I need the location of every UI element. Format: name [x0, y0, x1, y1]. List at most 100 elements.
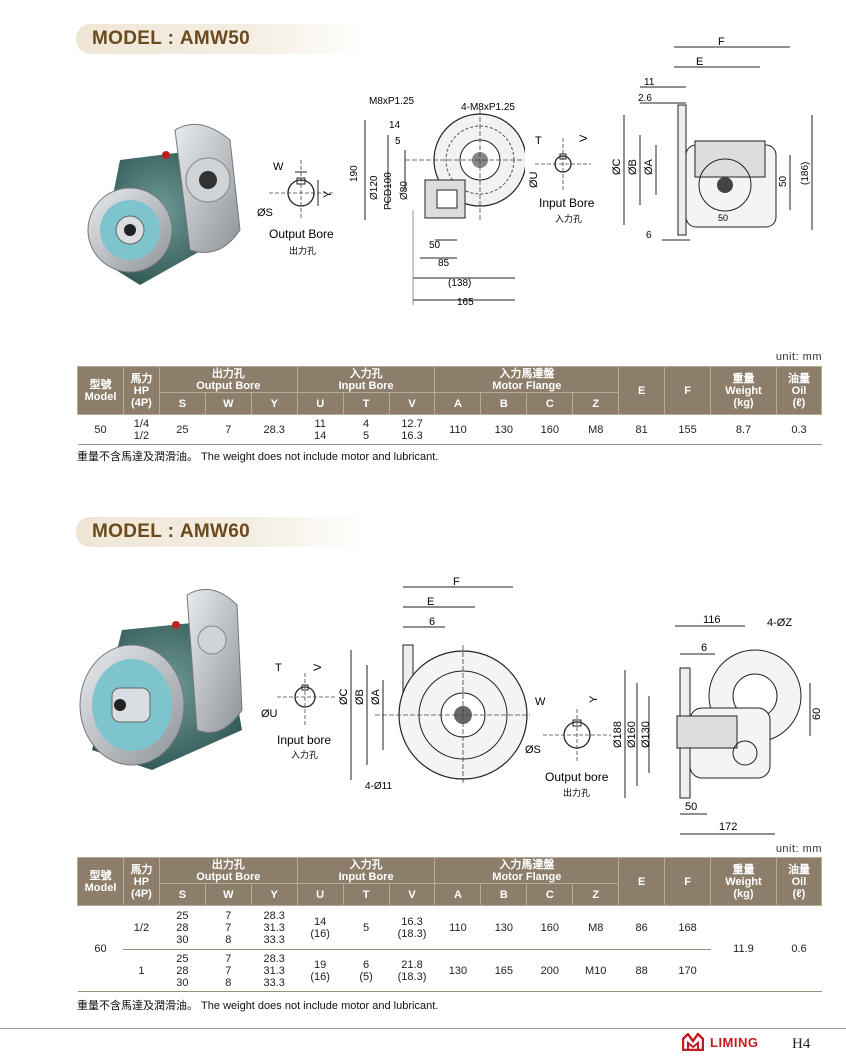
input-bore-v-label: V	[578, 134, 590, 142]
output-bore-title: Output bore	[545, 770, 609, 784]
cell-e: 86	[618, 905, 665, 950]
input-bore-u-label: ØU	[528, 171, 540, 188]
side-172-label: 172	[719, 821, 737, 833]
cell-model: 50	[77, 414, 124, 445]
cell-v: 21.8 (18.3)	[389, 949, 435, 992]
output-bore-y-label: Y	[322, 190, 334, 198]
input-bore-drawing-amw50: T V ØU Input Bore 入力孔	[528, 134, 595, 224]
cell-c: 200	[526, 949, 573, 992]
front-50-label: 50	[429, 240, 441, 251]
header-b: B	[480, 883, 528, 906]
cell-w: 7	[205, 414, 252, 445]
weight-note-amw60: 重量不含馬達及潤滑油。 The weight does not include …	[77, 1000, 439, 1012]
header-motor-flange: 入力馬達盤 Motor Flange	[434, 366, 620, 393]
front-85-label: 85	[438, 258, 450, 269]
footer-divider	[0, 1028, 846, 1029]
brand-logo: LIMING	[682, 1033, 759, 1051]
cell-f: 168	[664, 905, 711, 950]
cell-z: M8	[572, 414, 619, 445]
side-188-label: Ø188	[612, 721, 624, 748]
cell-a: 110	[434, 905, 481, 950]
input-bore-t-label: T	[535, 135, 542, 147]
header-v: V	[388, 392, 436, 415]
output-bore-s-label: ØS	[525, 744, 541, 756]
liming-logo-icon	[682, 1033, 704, 1051]
front-80-label: Ø80	[399, 181, 410, 200]
front-holes-label: 4-Ø11	[365, 781, 392, 792]
spec-table-amw50: 型號 Model 馬力 HP (4P) 出力孔 Output Bore 入力孔 …	[77, 366, 823, 445]
cell-b: 165	[480, 949, 527, 992]
cell-s: 25 28 30	[159, 949, 206, 992]
side-50b-label: 50	[718, 213, 728, 223]
side-116-label: 116	[703, 614, 721, 626]
front-4m8-label: 4-M8xP1.25	[461, 102, 515, 113]
output-bore-title-zh: 出力孔	[289, 245, 316, 256]
input-bore-title: Input bore	[277, 733, 331, 747]
unit-label-amw50: unit: mm	[775, 351, 822, 363]
cell-f: 170	[664, 949, 711, 992]
cell-weight: 11.9	[710, 905, 777, 992]
header-model: 型號 Model	[77, 366, 124, 415]
header-b: B	[480, 392, 528, 415]
input-bore-title-zh: 入力孔	[291, 749, 318, 760]
side-b-label: ØB	[627, 159, 639, 175]
spec-table-amw60: 型號 Model 馬力 HP (4P) 出力孔 Output Bore 入力孔 …	[77, 857, 823, 992]
cell-c: 160	[526, 905, 573, 950]
header-oil: 油量 Oil (ℓ)	[775, 857, 823, 906]
header-s: S	[158, 392, 206, 415]
cell-hp: 1	[123, 949, 160, 992]
header-y: Y	[250, 883, 298, 906]
header-z: Z	[572, 392, 620, 415]
output-bore-drawing-amw60: W Y ØS Output bore 出力孔	[525, 695, 611, 798]
output-bore-s-label: ØS	[257, 207, 273, 219]
front-6-label: 6	[429, 616, 435, 628]
cell-b: 130	[480, 414, 527, 445]
front-120-label: Ø120	[369, 175, 380, 200]
output-bore-w-label: W	[535, 696, 546, 708]
model-title: MODEL : AMW60	[92, 521, 251, 542]
input-bore-u-label: ØU	[261, 708, 278, 720]
header-input-bore: 入力孔 Input Bore	[296, 366, 436, 393]
cell-y: 28.3	[251, 414, 298, 445]
cell-e: 81	[618, 414, 665, 445]
weight-note-amw50: 重量不含馬達及潤滑油。 The weight does not include …	[77, 451, 439, 463]
front-5-label: 5	[395, 136, 401, 147]
cell-u: 11 14	[297, 414, 344, 445]
front-190-label: 190	[349, 165, 360, 182]
table-row: 60 1/2 25 28 30 7 7 8 28.3 31.3 33.3 14 …	[77, 905, 822, 992]
header-a: A	[434, 883, 482, 906]
front-165-label: 165	[457, 297, 474, 308]
cell-v: 16.3 (18.3)	[389, 905, 435, 950]
side-e-label: E	[696, 56, 703, 68]
cell-oil: 0.6	[776, 905, 822, 992]
input-bore-v-label: V	[312, 663, 324, 671]
side-c-label: ØC	[611, 158, 623, 175]
side-60-label: 60	[811, 708, 823, 720]
header-hp: 馬力 HP (4P)	[122, 857, 160, 906]
cell-a: 110	[434, 414, 481, 445]
side-130-label: Ø130	[640, 721, 652, 748]
header-t: T	[342, 883, 390, 906]
cell-y: 28.3 31.3 33.3	[251, 905, 298, 950]
front-e-label: E	[427, 596, 434, 608]
input-bore-title: Input Bore	[539, 196, 595, 210]
front-c-label: ØC	[338, 688, 350, 705]
cell-hp: 1/4 1/2	[123, 414, 160, 445]
side-26-label: 2.6	[638, 93, 652, 104]
header-c: C	[526, 392, 574, 415]
header-a: A	[434, 392, 482, 415]
header-output-bore: 出力孔 Output Bore	[158, 857, 298, 884]
cell-w: 7 7 8	[205, 905, 252, 950]
output-bore-drawing-amw50: W Y ØS Output Bore 出力孔	[257, 160, 334, 256]
model-title-tab-amw50: MODEL : AMW50	[76, 24, 366, 54]
cell-y: 28.3 31.3 33.3	[251, 949, 298, 992]
header-motor-flange: 入力馬達盤 Motor Flange	[434, 857, 620, 884]
cell-b: 130	[480, 905, 527, 950]
header-weight: 重量 Weight (kg)	[710, 366, 777, 415]
header-s: S	[158, 883, 206, 906]
front-a-label: ØA	[370, 688, 382, 705]
header-model: 型號 Model	[77, 857, 124, 906]
front-view-drawing-amw50: M8xP1.25 4-M8xP1.25 14 5 190 Ø120 PCD100…	[349, 96, 525, 308]
front-138-label: (138)	[448, 278, 471, 289]
table-row: 1 25 28 30 7 7 8 28.3 31.3 33.3 19 (16) …	[78, 949, 822, 992]
